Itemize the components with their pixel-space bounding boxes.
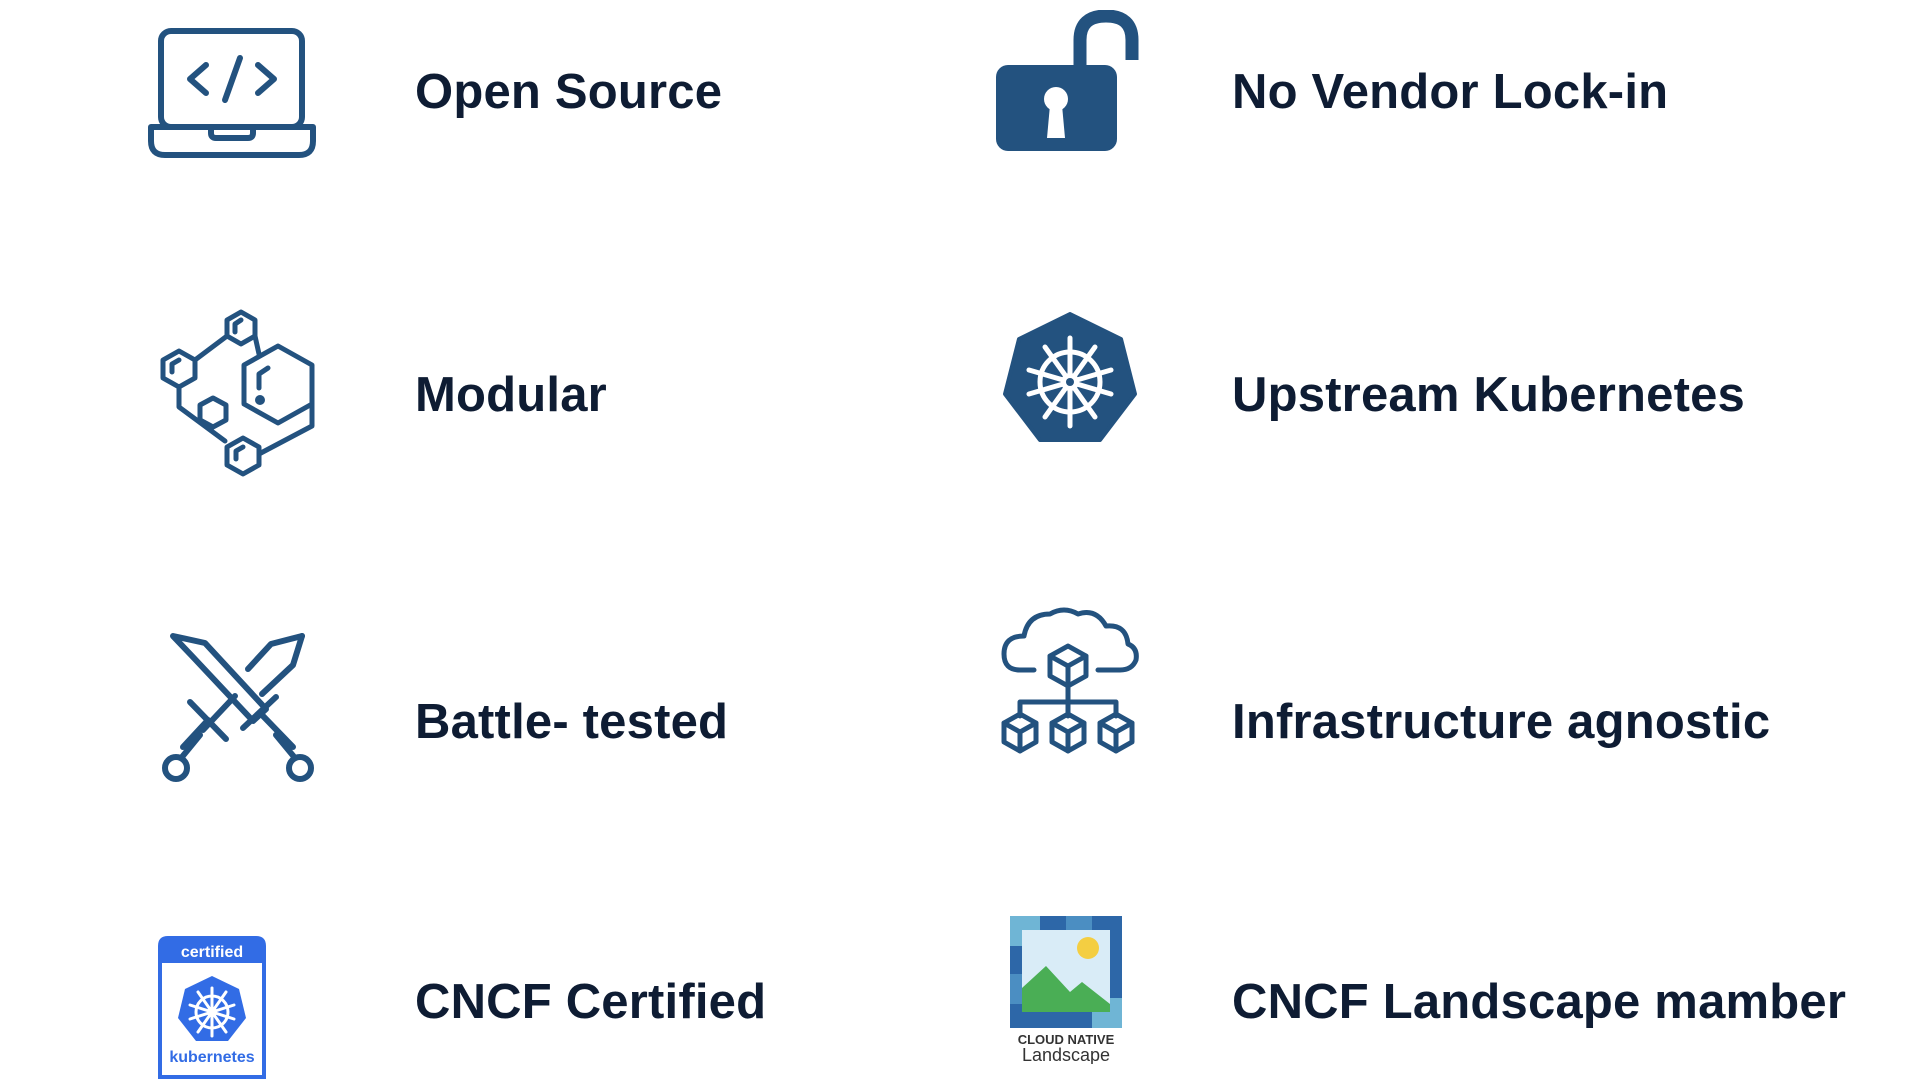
feature-label: CNCF Landscape mamber	[1232, 975, 1847, 1029]
kubernetes-helm-icon	[1000, 312, 1140, 446]
feature-label: Open Source	[415, 65, 723, 119]
feature-label: Battle- tested	[415, 695, 729, 749]
crossed-swords-icon	[155, 632, 321, 784]
feature-label: Upstream Kubernetes	[1232, 368, 1746, 422]
landscape-logo-line2: Landscape	[1022, 1045, 1110, 1064]
landscape-logo-line1: CLOUD NATIVE	[1018, 1032, 1115, 1047]
feature-label: CNCF Certified	[415, 975, 767, 1029]
feature-label: No Vendor Lock-in	[1232, 65, 1669, 119]
kubernetes-certified-badge: certified kubernetes	[156, 934, 268, 1080]
feature-label: Infrastructure agnostic	[1232, 695, 1771, 749]
unlocked-padlock-icon	[993, 10, 1150, 155]
laptop-code-icon	[148, 26, 316, 160]
cloud-native-landscape-logo: CLOUD NATIVE Landscape	[1000, 914, 1140, 1064]
cloud-cubes-icon	[998, 604, 1144, 758]
hexagon-modules-icon	[155, 308, 319, 483]
feature-label: Modular	[415, 368, 607, 422]
certified-badge-top-text: certified	[181, 944, 243, 961]
certified-badge-bottom-text: kubernetes	[169, 1049, 254, 1066]
